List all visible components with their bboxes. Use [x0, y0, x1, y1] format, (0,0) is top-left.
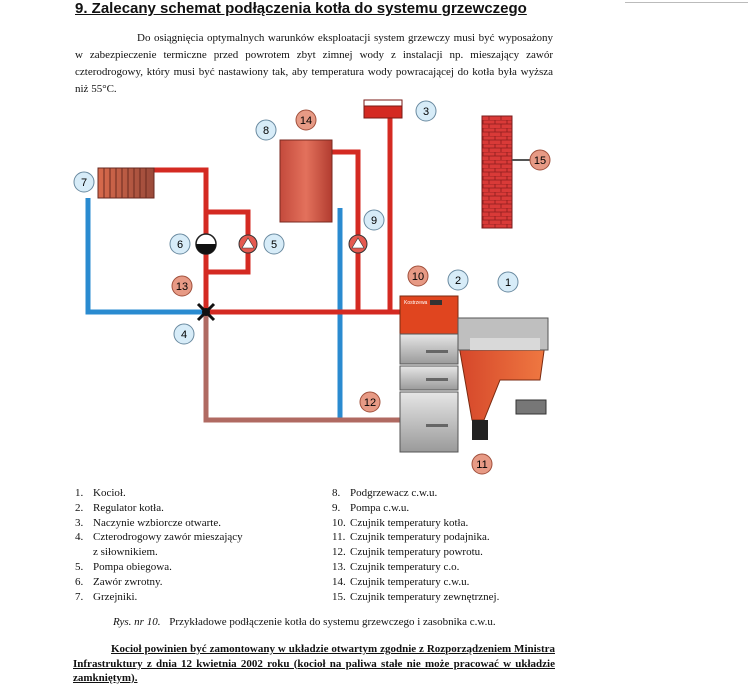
legend-item: 10.Czujnik temperatury kotła.	[332, 516, 469, 529]
svg-text:3: 3	[423, 106, 429, 118]
legend-item: 1.Kocioł.	[75, 487, 126, 499]
legend-item: 5.Pompa obiegowa.	[75, 560, 172, 573]
badge-15: 15	[529, 149, 551, 171]
legend-left: 1.Kocioł. 2.Regulator kotła. 3.Naczynie …	[75, 486, 243, 604]
badge-7: 7	[73, 171, 95, 193]
svg-text:5: 5	[271, 239, 277, 251]
badge-12: 12	[359, 391, 381, 413]
dhw-heater	[279, 139, 333, 223]
legend-right: 8.Podgrzewacz c.w.u. 9.Pompa c.w.u. 10.C…	[332, 486, 499, 604]
badge-14: 14	[295, 109, 317, 131]
header-rule	[625, 2, 748, 3]
svg-text:2: 2	[455, 275, 461, 287]
boiler: Kostrzewa	[399, 295, 549, 453]
svg-text:13: 13	[176, 281, 188, 293]
svg-text:14: 14	[300, 115, 312, 127]
badge-3: 3	[415, 100, 437, 122]
badge-8: 8	[255, 119, 277, 141]
badge-6: 6	[169, 233, 191, 255]
svg-text:12: 12	[364, 397, 376, 409]
svg-text:1: 1	[505, 277, 511, 289]
label-badges: 1 2 3 4 5 6 7 8 9 10 11 12 13 14 15	[73, 100, 551, 475]
figure-number: Rys. nr 10.	[113, 616, 161, 628]
legend-item: 14.Czujnik temperatury c.w.u.	[332, 575, 470, 588]
badge-11: 11	[471, 453, 493, 475]
svg-text:6: 6	[177, 239, 183, 251]
boiler-marking: Kostrzewa	[404, 300, 428, 306]
legend-item: 4.Czterodrogowy zawór mieszający	[75, 531, 243, 544]
four-way-mixing-valve	[196, 302, 216, 322]
check-valve	[195, 233, 217, 255]
legend-item: 13.Czujnik temperatury c.o.	[332, 560, 460, 573]
legend-item: 15.Czujnik temperatury zewnętrznej.	[332, 590, 500, 603]
svg-text:4: 4	[181, 329, 187, 341]
svg-text:15: 15	[534, 155, 546, 167]
intro-text: Do osiągnięcia optymalnych warunków eksp…	[75, 32, 553, 95]
hot-pipe-dhw	[330, 149, 361, 312]
legend-item: 12.Czujnik temperatury powrotu.	[332, 546, 483, 559]
legend-item: 9.Pompa c.w.u.	[332, 501, 410, 514]
badge-10: 10	[407, 265, 429, 287]
figure-caption: Rys. nr 10. Przykładowe podłączenie kotł…	[113, 616, 496, 628]
return-pipe	[203, 312, 400, 423]
svg-text:11: 11	[476, 459, 487, 471]
figure-caption-text: Przykładowe podłączenie kotła do systemu…	[169, 616, 496, 628]
badge-9: 9	[363, 209, 385, 231]
badge-1: 1	[497, 271, 519, 293]
badge-5: 5	[263, 233, 285, 255]
legend-item: 8.Podgrzewacz c.w.u.	[332, 487, 438, 499]
cold-pipe-radiator	[85, 198, 206, 315]
legend-item: 7.Grzejniki.	[75, 590, 138, 603]
legend-item: 11.Czujnik temperatury podajnika.	[332, 531, 490, 544]
svg-text:7: 7	[81, 177, 87, 189]
heating-schematic: Kostrzewa 1 2 3 4 5 6 7 8 9 10 11 12 13 …	[73, 99, 551, 475]
hot-pipe-radiator	[150, 167, 209, 312]
badge-4: 4	[173, 323, 195, 345]
pipes	[85, 112, 402, 423]
legend-item: 3.Naczynie wzbiorcze otwarte.	[75, 516, 221, 529]
svg-text:9: 9	[371, 215, 377, 227]
badge-2: 2	[447, 269, 469, 291]
svg-text:10: 10	[412, 271, 424, 283]
outside-wall	[481, 115, 513, 229]
expansion-tank	[363, 99, 403, 119]
legend-item: 6.Zawór zwrotny.	[75, 575, 163, 588]
pump-dhw	[348, 234, 368, 254]
section-heading: 9. Zalecany schemat podłączenia kotła do…	[75, 0, 527, 17]
legend-item: 2.Regulator kotła.	[75, 501, 164, 514]
intro-paragraph: Do osiągnięcia optymalnych warunków eksp…	[75, 30, 553, 98]
pump-central-heating	[238, 234, 258, 254]
radiator	[97, 167, 155, 199]
installation-note: Kocioł powinien być zamontowany w układz…	[73, 643, 555, 684]
svg-text:8: 8	[263, 125, 269, 137]
legend-item: z siłownikiem.	[93, 546, 158, 559]
badge-13: 13	[171, 275, 193, 297]
